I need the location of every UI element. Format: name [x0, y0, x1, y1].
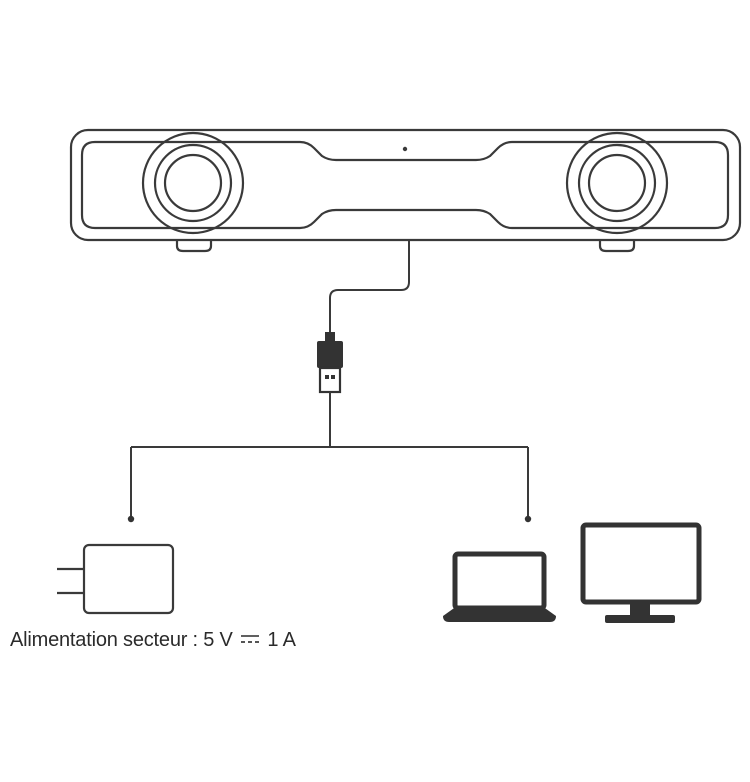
connection-dot-left	[127, 515, 135, 523]
direct-current-symbol-icon	[241, 634, 260, 643]
power-adapter-icon	[57, 543, 175, 615]
usb-plug-icon	[317, 332, 343, 394]
monitor-icon	[580, 522, 702, 623]
caption-suffix: 1 A	[267, 629, 296, 651]
caption-prefix: Alimentation secteur : 5 V	[10, 629, 233, 651]
connection-branches	[130, 392, 529, 518]
power-supply-caption: Alimentation secteur : 5 V 1 A	[10, 629, 296, 659]
soundbar-icon	[69, 128, 742, 253]
laptop-icon	[443, 551, 556, 622]
connection-dot-right	[524, 515, 532, 523]
usb-cable	[329, 240, 410, 336]
